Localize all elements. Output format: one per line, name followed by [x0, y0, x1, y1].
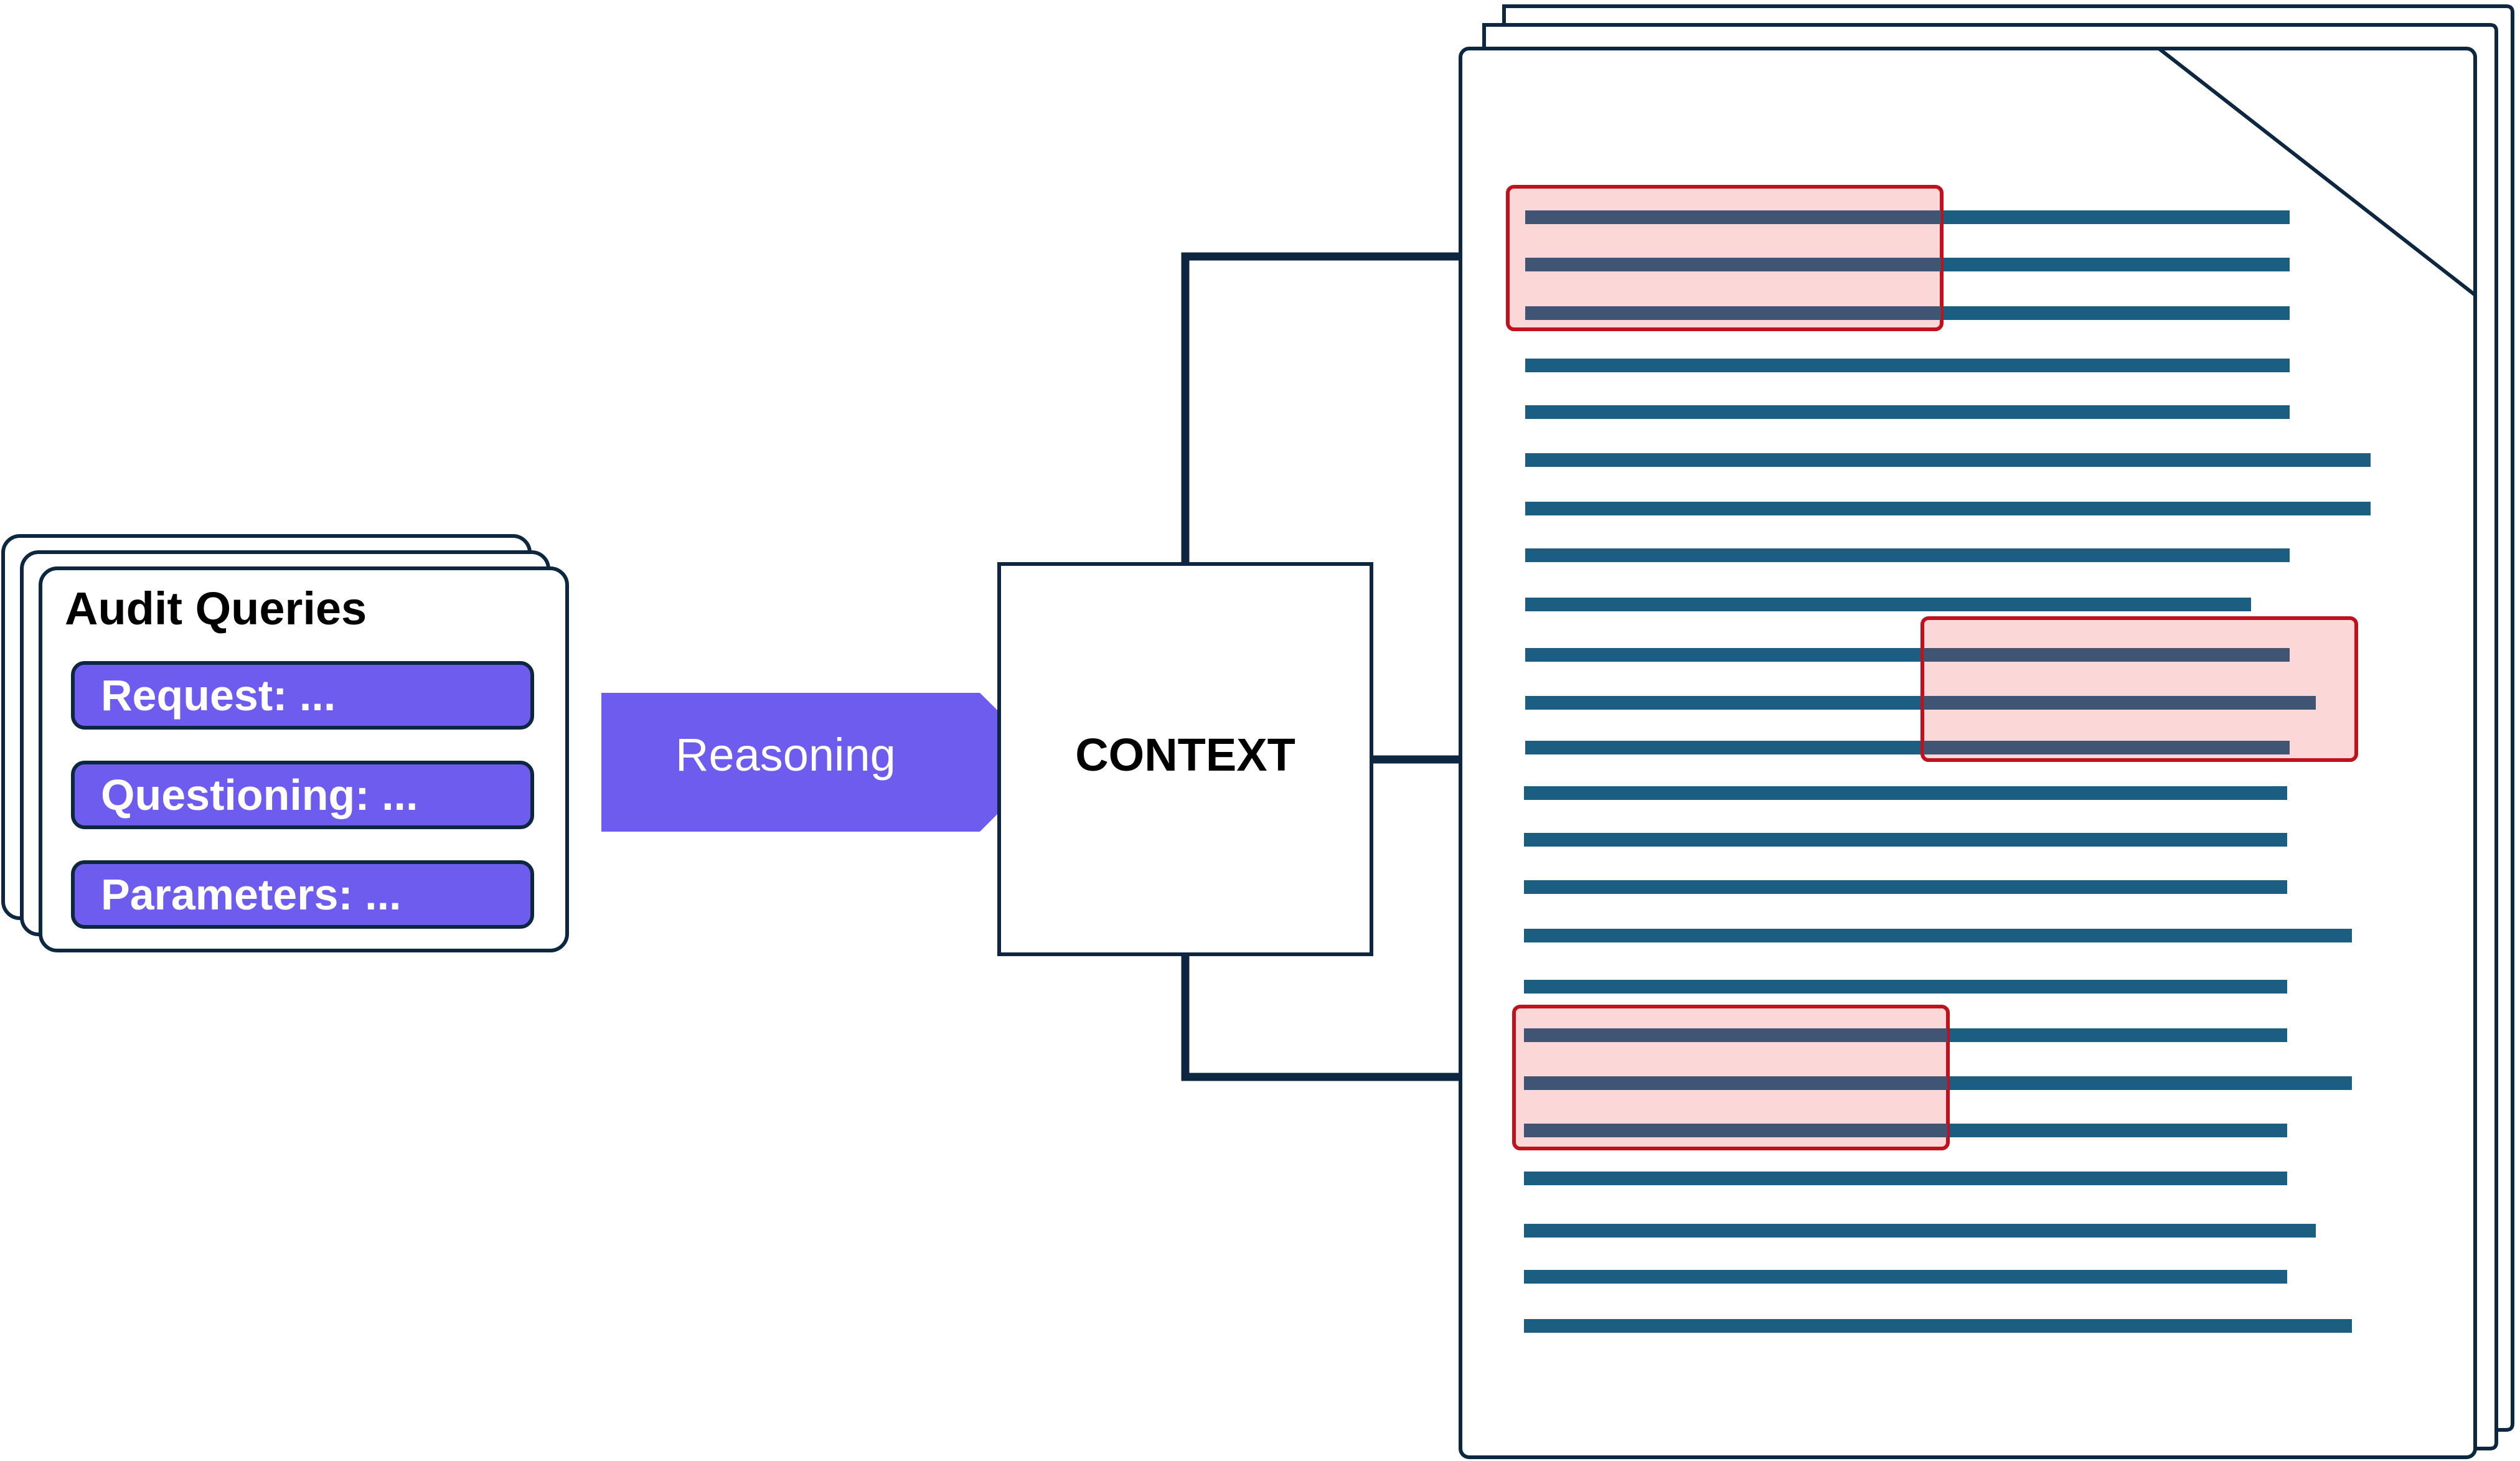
questioning-field: Questioning: ... — [71, 761, 534, 829]
highlighted-text-lines — [1524, 210, 2316, 1137]
connector-bottom — [1181, 956, 1514, 1081]
context-box — [997, 562, 1373, 956]
connector-top — [1181, 252, 1502, 562]
reasoning-arrow — [601, 693, 1050, 832]
highlight-box-middle — [1921, 616, 2358, 762]
audit-queries-title: Audit Queries — [65, 583, 367, 634]
context-label: CONTEXT — [1075, 729, 1295, 781]
page-fold — [2158, 47, 2476, 297]
parameters-field: Parameters: ... — [71, 860, 534, 929]
request-field: Request: ... — [71, 661, 534, 730]
reasoning-label: Reasoning — [675, 729, 896, 781]
